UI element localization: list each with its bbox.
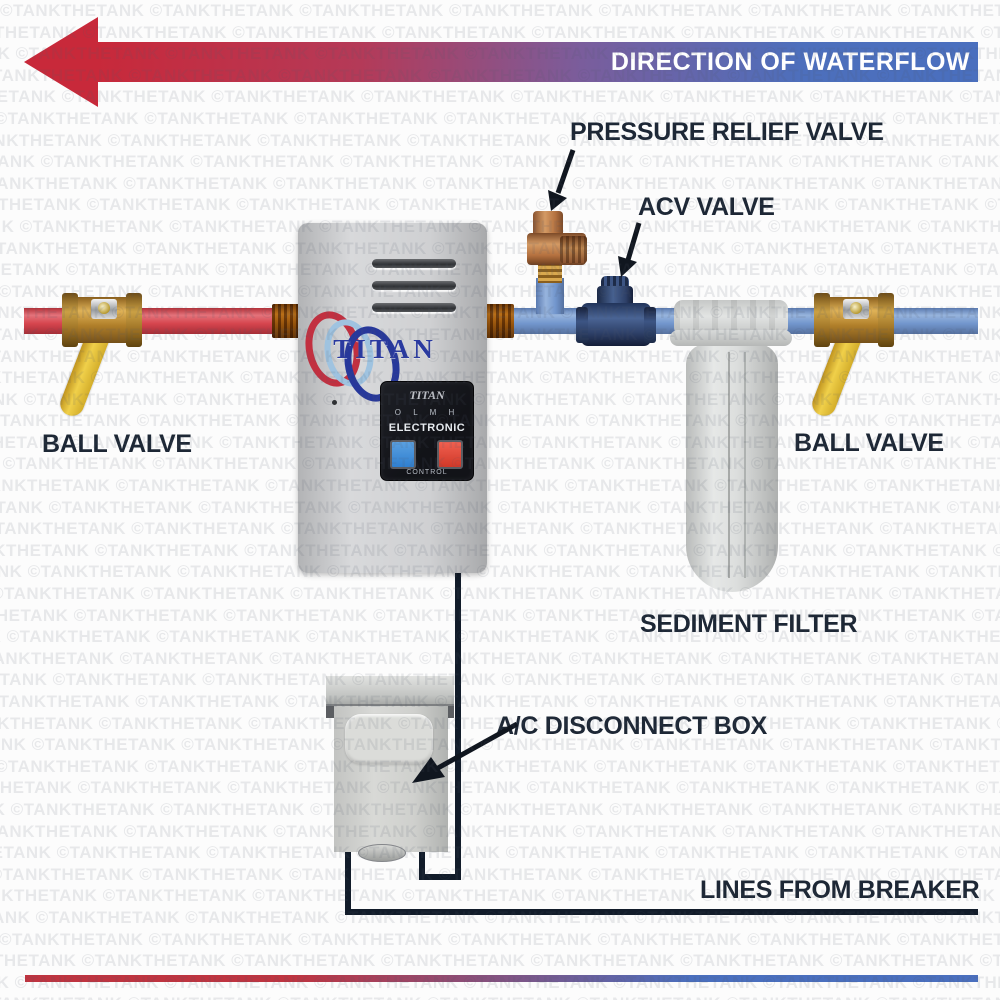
- ball-valve-right-hex-end: [878, 293, 894, 347]
- sediment-filter-canister: [686, 344, 778, 592]
- box-conduit-hub: [358, 844, 406, 862]
- pressure-relief-valve-thread: [538, 263, 562, 283]
- breaker-wire-drop: [345, 850, 351, 914]
- ball-valve-right-screw: [850, 302, 862, 314]
- panel-red-button: [437, 440, 463, 469]
- relief-valve-riser-pipe: [536, 278, 564, 314]
- ball-valve-right-hex-end: [814, 293, 830, 347]
- pressure-relief-valve-outlet: [560, 236, 587, 263]
- breaker-wire-run: [345, 909, 978, 915]
- box-to-heater-wire: [419, 848, 425, 880]
- box-side-tab: [446, 700, 454, 718]
- heater-vent-slot: [372, 259, 456, 268]
- waterflow-arrow-head-icon: [24, 17, 98, 107]
- sediment-filter-collar: [670, 330, 792, 346]
- ball-valve-right-label: BALL VALVE: [794, 429, 944, 457]
- titan-brand-text: TITAN: [333, 334, 437, 364]
- pressure-relief-valve-pointer-icon: [548, 149, 576, 211]
- box-embossed-panel: [345, 714, 433, 764]
- panel-blue-button: [390, 440, 416, 469]
- ball-valve-left-screw: [98, 302, 110, 314]
- heater-outlet-fitting: [484, 304, 514, 338]
- heater-vent-slot: [372, 281, 456, 290]
- bottom-gradient-rule: [25, 975, 978, 982]
- sediment-filter-label: SEDIMENT FILTER: [640, 610, 858, 638]
- sediment-filter-seam: [728, 352, 730, 578]
- heater-indicator-dot: [332, 400, 337, 405]
- heater-control-panel: TITAN O L M H ELECTRONIC CONTROL: [380, 381, 474, 481]
- panel-temperature-scale: O L M H: [394, 408, 460, 417]
- panel-electronic-text: ELECTRONIC: [388, 422, 466, 434]
- lines-from-breaker-label: LINES FROM BREAKER: [700, 876, 980, 904]
- heater-vent-slot: [372, 303, 456, 312]
- panel-brand-text: TITAN: [409, 388, 445, 402]
- waterflow-arrow-label: DIRECTION OF WATERFLOW: [610, 47, 970, 76]
- heater-inlet-fitting: [272, 304, 302, 338]
- pressure-relief-valve-label: PRESSURE RELIEF VALVE: [570, 118, 884, 146]
- ball-valve-left-label: BALL VALVE: [42, 430, 192, 458]
- ac-disconnect-box-label: A/C DISCONNECT BOX: [496, 712, 768, 740]
- heater-power-wire-bend: [419, 874, 461, 880]
- waterflow-arrow-body: DIRECTION OF WATERFLOW: [96, 42, 978, 82]
- titan-water-heater: TITAN TITAN O L M H ELECTRONIC CONTROL: [298, 223, 487, 573]
- panel-control-text: CONTROL: [406, 469, 448, 476]
- pressure-relief-valve-cap: [533, 211, 563, 235]
- ball-valve-left-hex-end: [126, 293, 142, 347]
- acv-valve-flange: [576, 307, 588, 343]
- acv-valve-bonnet: [597, 286, 633, 308]
- acv-valve-body: [581, 303, 651, 346]
- acv-valve-cap: [601, 276, 629, 288]
- heater-power-wire: [455, 571, 461, 879]
- box-lid: [326, 676, 454, 706]
- sediment-filter-seam: [744, 352, 746, 578]
- ball-valve-left-hex-end: [62, 293, 78, 347]
- box-side-tab: [326, 700, 334, 718]
- acv-valve-label: ACV VALVE: [638, 193, 775, 221]
- acv-valve-flange: [644, 307, 656, 343]
- acv-valve-pointer-icon: [618, 222, 642, 277]
